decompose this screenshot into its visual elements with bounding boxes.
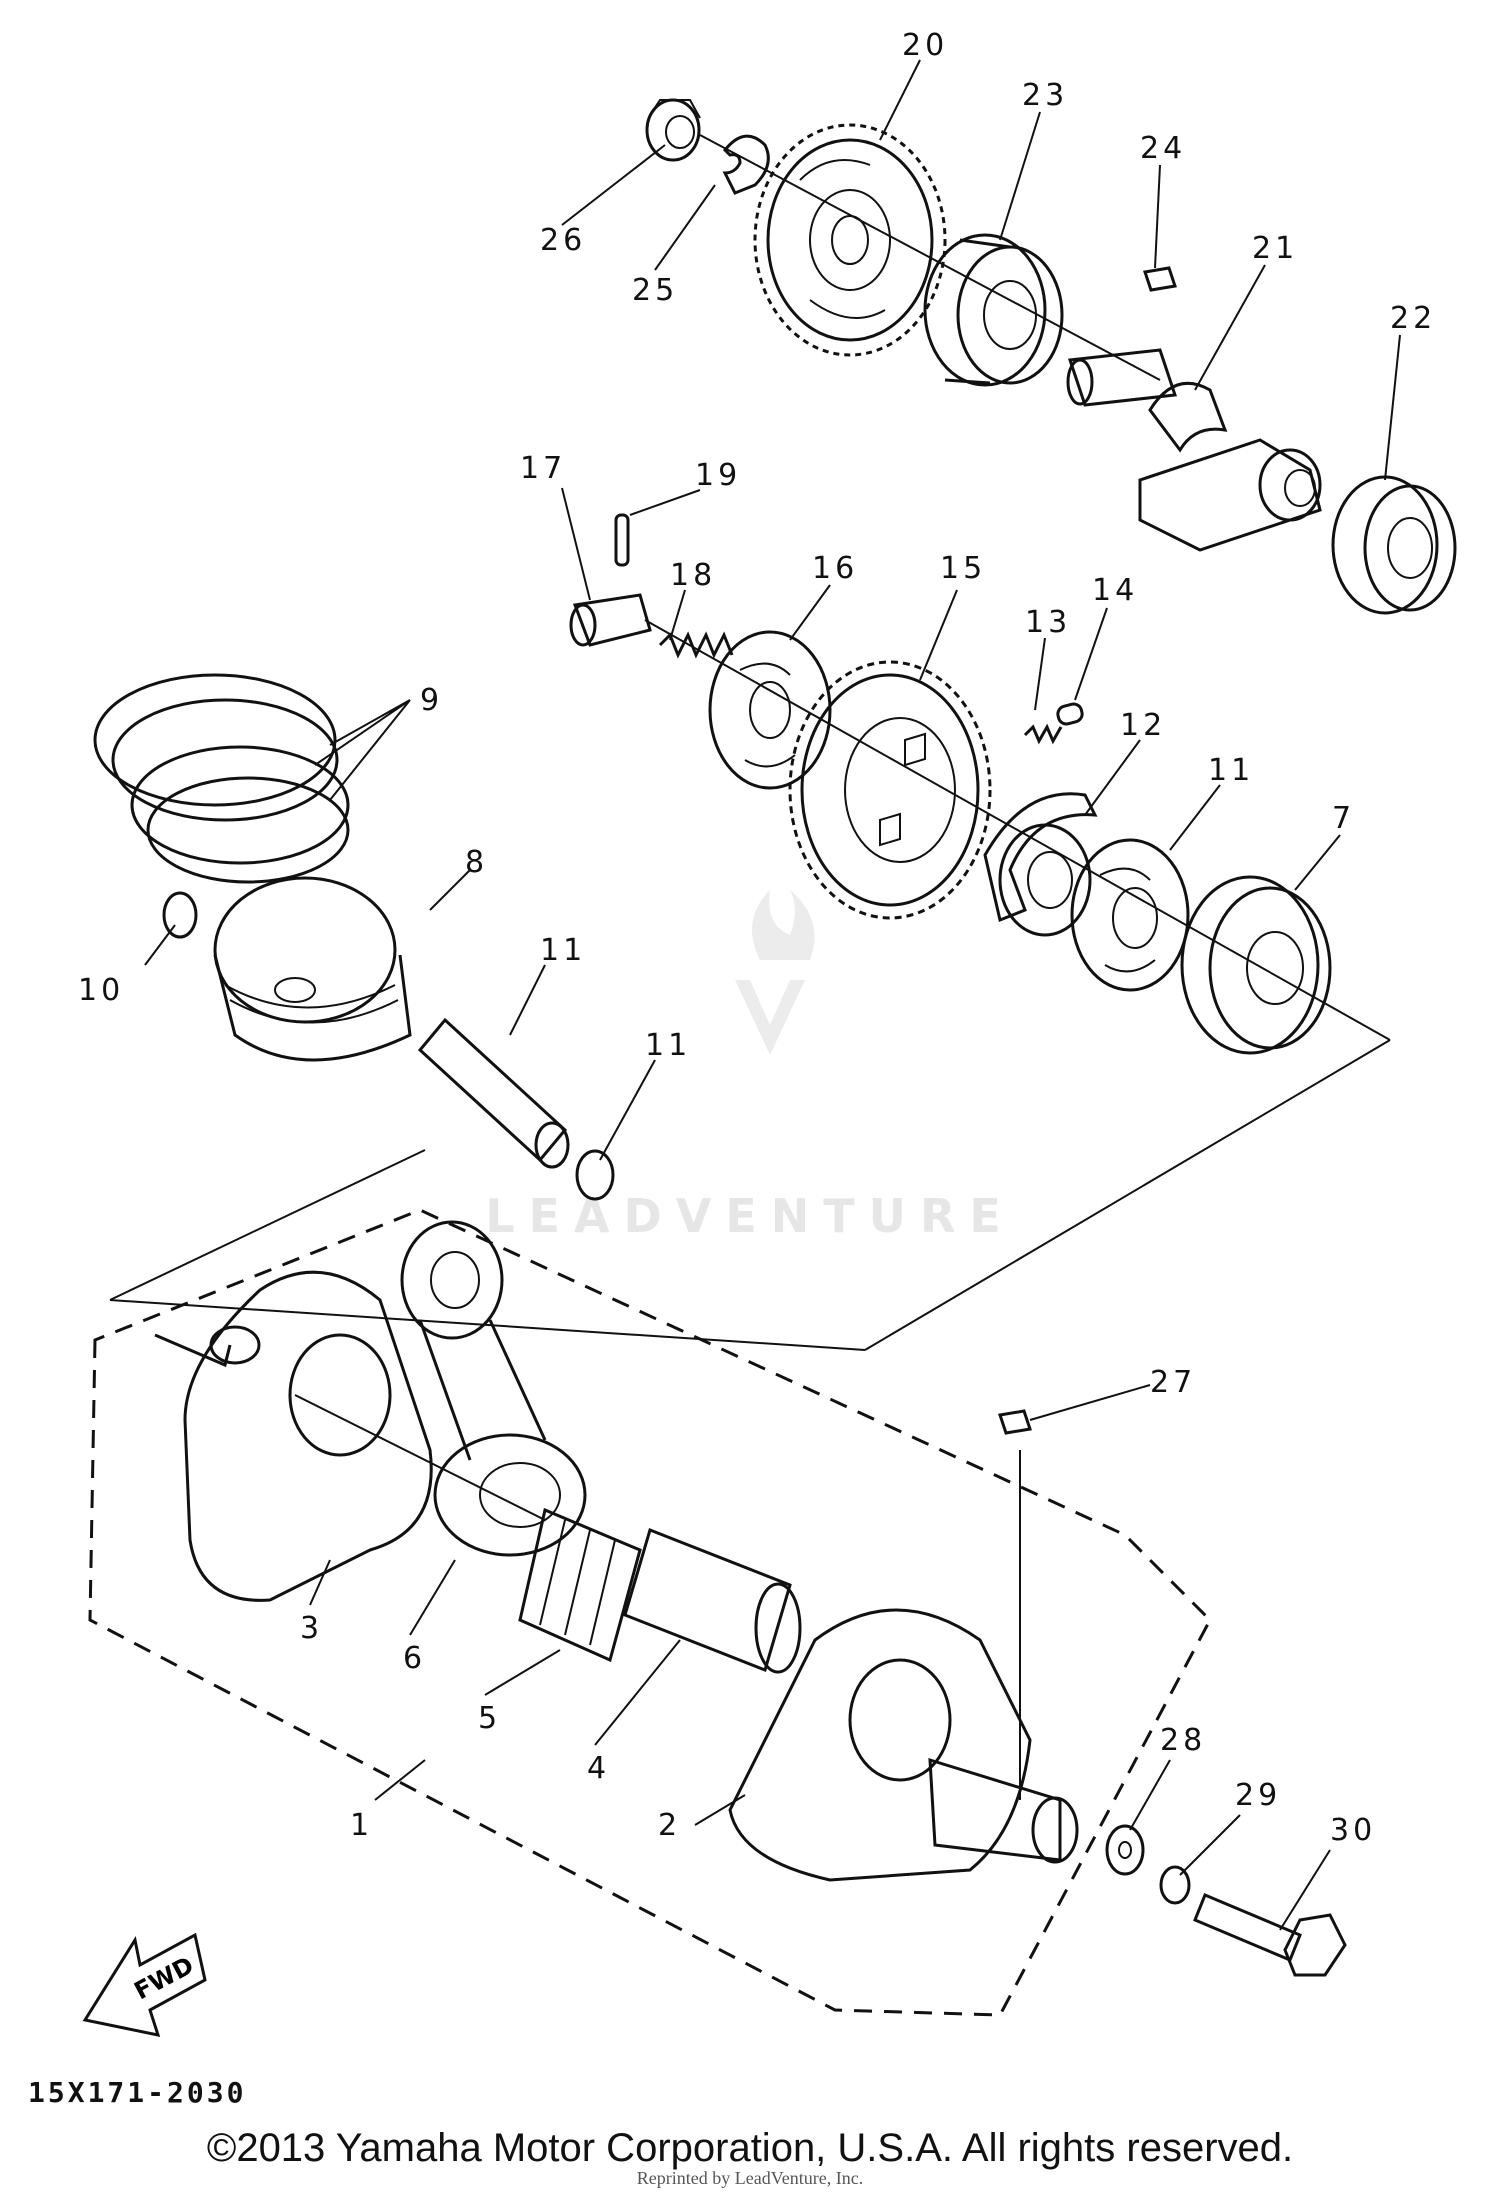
connecting-rod-6: [400, 1220, 587, 1557]
diagram-reference-code: 15X171-2030: [28, 2076, 247, 2109]
callout-31: 30: [1330, 1813, 1376, 1848]
crank-pin-4: [623, 1528, 802, 1674]
callout-22: 21: [1252, 231, 1298, 266]
callout-labels: 20 23 24 21 22 26 25 17 19 18 16 15 13 1…: [78, 28, 1436, 1848]
watermark-text: LEADVENTURE: [485, 1189, 1015, 1243]
callout-16: 15: [940, 551, 986, 586]
reprint-note: Reprinted by LeadVenture, Inc.: [636, 2168, 864, 2188]
callout-5: 5: [478, 1701, 501, 1736]
callout-19: 18: [670, 558, 716, 593]
copyright-notice: ©2013 Yamaha Motor Corporation, U.S.A. A…: [206, 2126, 1294, 2170]
callout-26: 25: [632, 273, 678, 308]
balancer-gear-21: [753, 123, 947, 357]
callout-14: 13: [1025, 605, 1071, 640]
circlip-11-right: [575, 1149, 615, 1201]
woodruff-key-28: [998, 1409, 1032, 1435]
woodruff-key-25: [1143, 266, 1177, 292]
crank-web-2: [728, 1608, 1079, 1882]
spring-14: [1023, 723, 1063, 745]
callout-9: 9: [420, 683, 443, 718]
leader-lines: [144, 59, 1401, 1931]
fwd-direction-arrow: FWD: [82, 1932, 207, 2037]
gear-16: [788, 660, 992, 920]
callout-30: 29: [1235, 1778, 1281, 1813]
bearing-7: [1180, 875, 1332, 1055]
plunger-15: [1056, 702, 1084, 726]
middle-shaft-axis: [644, 619, 1391, 1041]
callout-8: 8: [465, 845, 488, 880]
callout-1: 1: [350, 1808, 373, 1843]
callout-11-right: 11: [645, 1028, 691, 1063]
callout-11-left: 10: [78, 973, 124, 1008]
damper-13: [983, 792, 1098, 937]
callout-2: 2: [658, 1808, 681, 1843]
pin-20: [614, 513, 630, 567]
crankshaft-assembly-boundary: [88, 1208, 1212, 2017]
upper-shaft-axis: [699, 134, 1161, 381]
bearing-23: [1331, 475, 1457, 615]
lock-washer-30: [1159, 1865, 1191, 1905]
spring-19: [658, 631, 734, 659]
nut-27: [645, 98, 701, 162]
pin-18: [569, 593, 652, 647]
piston-8: [213, 876, 412, 1062]
callout-21: 20: [902, 28, 948, 63]
crank-web-3: [154, 1270, 433, 1602]
callout-3: 3: [300, 1611, 323, 1646]
bolt-31: [1193, 1893, 1347, 1977]
lock-washer-26: [722, 134, 770, 195]
assembly-leader: [109, 1039, 1391, 1351]
balancer-shaft-22: [1066, 348, 1322, 552]
callout-24: 23: [1022, 78, 1068, 113]
callout-7: 7: [1332, 801, 1355, 836]
callout-25: 24: [1140, 131, 1186, 166]
callout-4: 4: [587, 1751, 610, 1786]
callout-17: 16: [812, 551, 858, 586]
callout-29: 28: [1160, 1723, 1206, 1758]
crank-axis: [294, 1394, 1021, 1800]
callout-13: 12: [1120, 708, 1166, 743]
leadventure-watermark: LEADVENTURE: [485, 890, 1015, 1243]
callout-12: 11: [1208, 753, 1254, 788]
circlip-11-left: [162, 891, 198, 939]
plate-12: [1070, 838, 1190, 992]
callout-28: 27: [1150, 1365, 1196, 1400]
callout-27: 26: [540, 223, 586, 258]
bearing-24: [923, 233, 1064, 387]
callout-18: 17: [520, 451, 566, 486]
callout-10: 11: [540, 933, 586, 968]
callout-6: 6: [403, 1641, 426, 1676]
callout-23: 22: [1390, 301, 1436, 336]
needle-bearing-5: [518, 1507, 642, 1663]
callout-15: 14: [1092, 573, 1138, 608]
callout-20: 19: [695, 458, 741, 493]
piston-rings-9: [93, 673, 350, 884]
washer-29: [1105, 1824, 1145, 1876]
piston-pin-10: [417, 1017, 570, 1169]
plate-17: [708, 630, 832, 790]
